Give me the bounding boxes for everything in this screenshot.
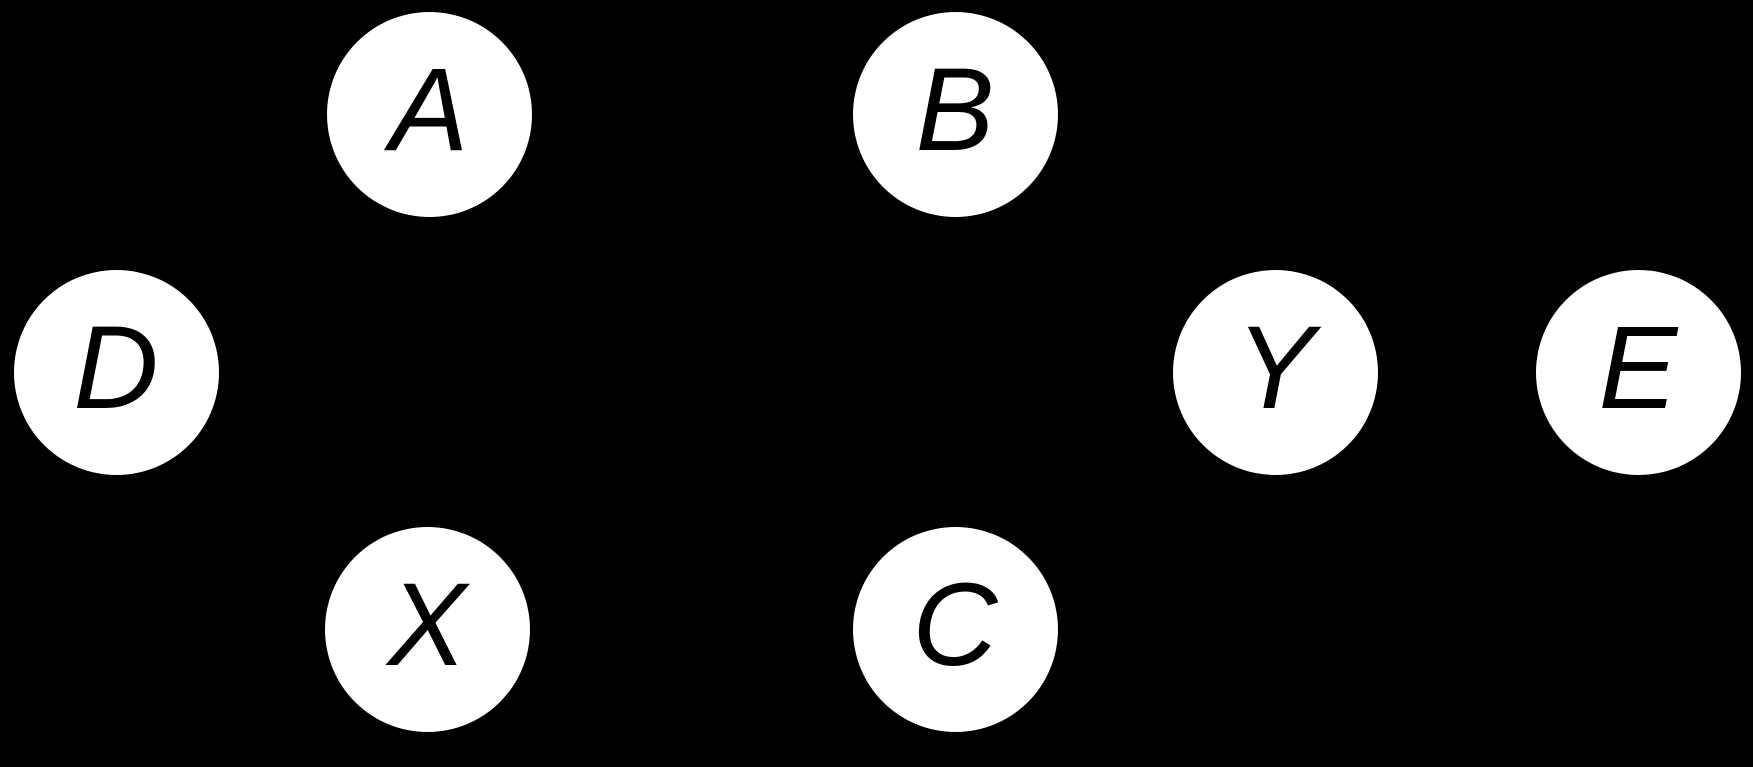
node-B: B	[852, 11, 1058, 217]
node-Y: Y	[1172, 269, 1378, 475]
node-E: E	[1535, 269, 1741, 475]
node-label-E: E	[1598, 302, 1678, 434]
node-label-B: B	[915, 44, 995, 176]
node-D: D	[13, 269, 219, 475]
node-C: C	[852, 526, 1058, 732]
node-label-C: C	[912, 559, 998, 691]
node-label-Y: Y	[1235, 302, 1315, 434]
node-label-D: D	[73, 302, 159, 434]
node-A: A	[326, 11, 532, 217]
node-label-X: X	[387, 559, 467, 691]
node-label-A: A	[389, 44, 469, 176]
node-X: X	[324, 526, 530, 732]
